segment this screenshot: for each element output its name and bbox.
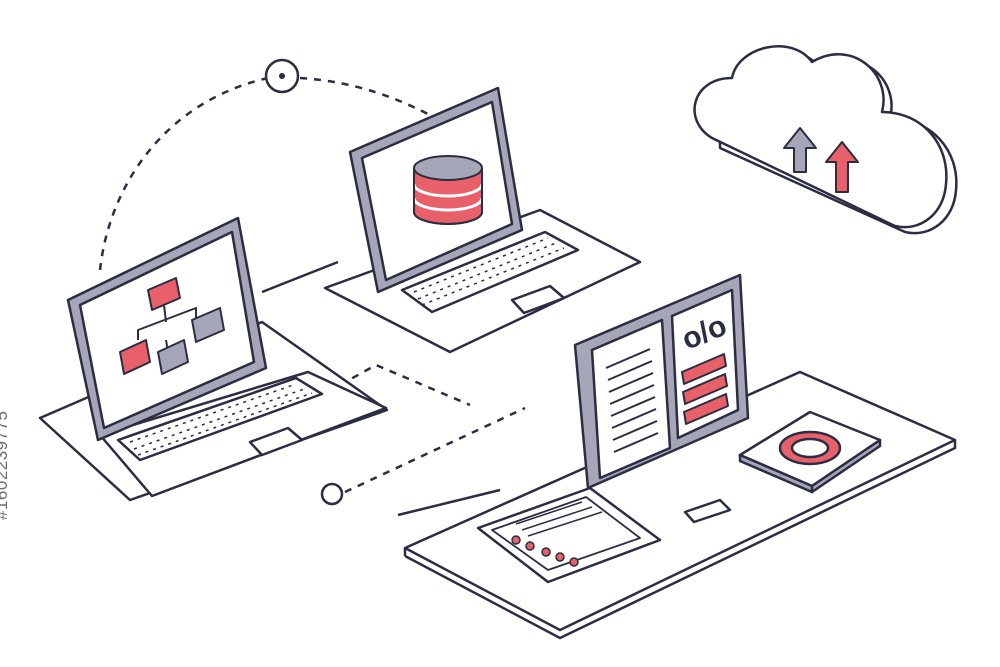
tablet-panel: o/o [573, 273, 750, 490]
laptop-database [323, 86, 642, 354]
laptop-screen [78, 230, 256, 430]
cloud-icon [693, 45, 958, 235]
laptop-flowchart [38, 216, 389, 502]
dashed-arc-right [299, 76, 431, 117]
database-icon [412, 155, 484, 225]
keyboard-keys [413, 237, 565, 306]
laptop-keyboard [116, 376, 324, 462]
donut-chart-icon [778, 430, 842, 466]
laptop-trackpad [510, 284, 566, 315]
laptop-deck [98, 370, 388, 498]
flowchart-icon [119, 277, 225, 375]
download-arrow-icon [825, 141, 859, 193]
dashed-arc-left [98, 76, 269, 271]
donut-chart-card [738, 410, 882, 494]
stock-id-watermark: #1602239775 [0, 410, 11, 520]
connection-node-icon [264, 58, 300, 94]
dashed-line-lower [344, 406, 526, 494]
keyboard-keys [129, 383, 313, 456]
tablet-accent-bars [681, 353, 729, 425]
upload-arrow-icon [783, 127, 817, 173]
document-icon [476, 486, 662, 584]
connection-lines [98, 76, 526, 494]
cloud-face [693, 45, 948, 229]
tablet-text-lines [605, 348, 659, 453]
tablet-left-page [590, 318, 672, 480]
laptop-trackpad [248, 426, 304, 457]
desk-small-pad [683, 498, 732, 524]
connection-node-icon [320, 482, 344, 506]
link-lines [261, 260, 501, 517]
desk-workspace: o/o [403, 273, 957, 640]
